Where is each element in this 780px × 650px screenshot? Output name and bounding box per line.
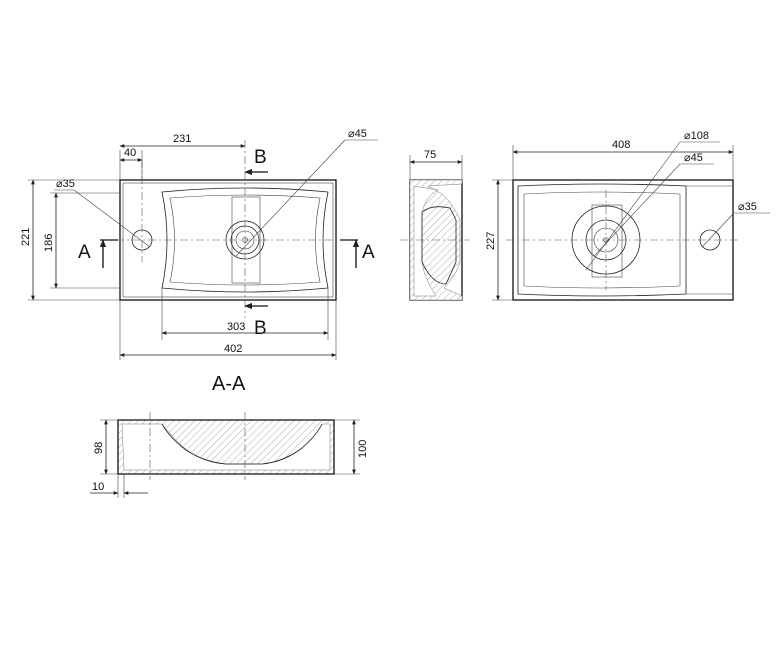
- section-view: 98 100 10: [90, 412, 369, 498]
- dim-98: 98: [93, 442, 105, 454]
- section-view-bowl-curve: [161, 423, 323, 465]
- dim-408: 408: [612, 139, 630, 151]
- dim-75: 75: [424, 149, 436, 161]
- dim-dia-108: ⌀108: [684, 130, 709, 142]
- dim-303: 303: [227, 321, 245, 333]
- dim-186: 186: [43, 234, 55, 252]
- section-view-walls: [117, 419, 335, 475]
- top-view-bowl-inner: [169, 194, 321, 286]
- dim-dia-45-bottom: ⌀45: [684, 152, 703, 164]
- dim-40: 40: [124, 147, 136, 159]
- dim-231: 231: [173, 133, 191, 145]
- section-mark-b-bottom: B: [254, 318, 267, 339]
- dim-227: 227: [485, 232, 497, 250]
- top-view: 40 231 ⌀45 ⌀35 221 186 A A B B: [20, 128, 378, 360]
- bottom-view-bowl-inner: [523, 191, 681, 289]
- section-title: A-A: [212, 373, 246, 395]
- side-view-bowl: [421, 206, 457, 285]
- section-mark-a-left: A: [78, 242, 91, 263]
- dim-402: 402: [224, 343, 242, 355]
- dim-221: 221: [20, 228, 32, 246]
- side-view: 75: [400, 149, 470, 301]
- section-mark-a-right: A: [362, 242, 375, 263]
- dim-10: 10: [92, 481, 104, 493]
- dim-dia-35: ⌀35: [56, 178, 75, 190]
- section-mark-b-top: B: [254, 147, 267, 168]
- bottom-view-drain-slot: [591, 204, 623, 278]
- dim-100: 100: [357, 440, 369, 458]
- dim-dia-35-bottom: ⌀35: [738, 201, 757, 213]
- dim-dia-45: ⌀45: [348, 128, 367, 140]
- bottom-view: 408 ⌀108 ⌀45 ⌀35 227: [485, 130, 770, 301]
